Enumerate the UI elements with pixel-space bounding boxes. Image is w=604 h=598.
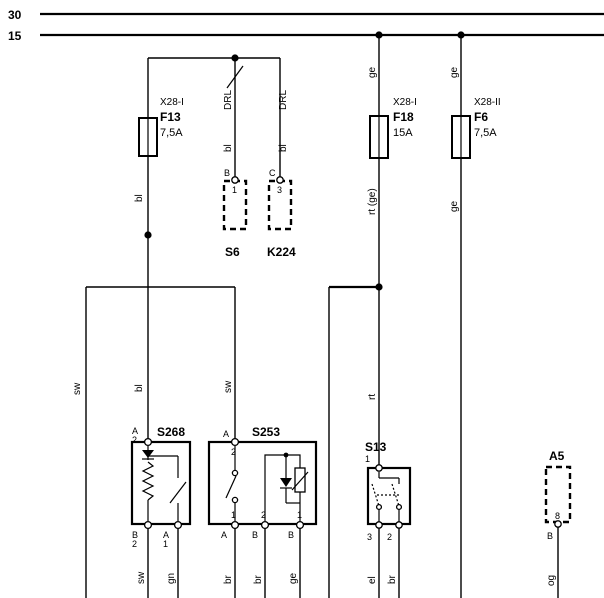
bus-30-label: 30 [8, 8, 22, 22]
wire-label-bottom-og: og [546, 575, 557, 586]
wire-labels: DRL DRL bl bl bl ge ge rt (ge) ge sw bl … [72, 66, 557, 586]
s253-pin-a-top: A [223, 429, 229, 439]
junction-dot [144, 231, 152, 239]
diode-symbol [280, 478, 292, 487]
s6-label: S6 [225, 245, 240, 259]
s268-pin-a2: 2 [132, 435, 137, 445]
s6-pin-number: 1 [232, 185, 237, 195]
s253-pin-1: 1 [231, 510, 236, 520]
wire-label-bottom-br3: br [387, 574, 398, 584]
component-a5: 8 B A5 [544, 449, 572, 541]
f13-name: F13 [160, 110, 181, 124]
s253-pin-2: 2 [261, 510, 266, 520]
s13-pin-3: 3 [367, 532, 372, 542]
wire-label-bottom-gn: gn [166, 573, 177, 584]
s13-label: S13 [365, 440, 387, 454]
wire-label-drl-struck: DRL [223, 90, 234, 110]
f18-connector: X28-I [393, 97, 417, 108]
f6-connector: X28-II [474, 97, 501, 108]
component-s6: B 1 S6 [222, 168, 248, 259]
bus-15-label: 15 [8, 29, 22, 43]
k224-label: K224 [267, 245, 296, 259]
component-s13: 1 3 2 S13 [365, 440, 412, 542]
s268-label: S268 [157, 425, 185, 439]
wire-label-ge-f6-top: ge [449, 66, 460, 78]
f6-name: F6 [474, 110, 488, 124]
wire-label-bottom-ge: ge [288, 572, 299, 584]
s253-pin-2-top: 2 [231, 447, 236, 457]
f13-connector: X28-I [160, 97, 184, 108]
s268-pin-b: B [132, 530, 138, 540]
wire-label-sw-mid: sw [223, 380, 234, 393]
component-s268: A 2 B 2 A 1 S268 [130, 425, 192, 549]
wire-label-drl: DRL [278, 90, 289, 110]
s253-pin-b1: B [252, 530, 258, 540]
wire-label-bottom-el: el [367, 576, 378, 584]
bus-15: 15 [8, 29, 604, 43]
s253-label: S253 [252, 425, 280, 439]
s268-pin-a: A [132, 426, 138, 436]
a5-pin-b: B [547, 531, 553, 541]
s268-pin-a-bottom: A [163, 530, 169, 540]
s6-pin-letter: B [224, 168, 230, 178]
f13-branch [85, 54, 281, 598]
fuse-f6: X28-II F6 7,5A [451, 97, 501, 159]
switch-blade [225, 475, 237, 499]
wire-label-bl-f13: bl [134, 194, 145, 202]
f6-rating: 7,5A [474, 127, 497, 139]
k224-pin-number: 3 [277, 185, 282, 195]
fuse-f18: X28-I F18 15A [369, 97, 417, 159]
wire-label-rt-mid: rt [367, 394, 378, 400]
wire-label-ge-f18: ge [367, 66, 378, 78]
k224-pin-letter: C [269, 168, 276, 178]
f6-branch [457, 31, 465, 598]
f18-name: F18 [393, 110, 414, 124]
a5-label: A5 [549, 449, 565, 463]
wire-label-bottom-br1: br [223, 574, 234, 584]
switch-blade [169, 481, 187, 504]
a5-pin-8: 8 [555, 511, 560, 521]
bus-30: 30 [8, 8, 604, 22]
wire-label-bl-s6: bl [223, 144, 234, 152]
fuse-f13: X28-I F13 7,5A [138, 97, 184, 157]
strike-mark [226, 65, 244, 89]
f13-rating: 7,5A [160, 127, 183, 139]
wire-label-rt-ge: rt (ge) [367, 188, 378, 215]
wire-label-bl-k224: bl [278, 144, 289, 152]
f18-branch [328, 31, 383, 598]
wire-label-bottom-br2: br [253, 574, 264, 584]
s268-pin-1: 1 [163, 539, 168, 549]
component-k224: C 3 K224 [267, 168, 296, 259]
component-s253: A 2 1 2 1 A B B S253 [207, 425, 318, 540]
f18-rating: 15A [393, 127, 413, 139]
s253-pin-3: 1 [297, 510, 302, 520]
wire-label-ge-f6: ge [449, 200, 460, 212]
s13-pin-1: 1 [365, 454, 370, 464]
s253-pin-b2: B [288, 530, 294, 540]
s253-pin-a: A [221, 530, 227, 540]
wire-label-bottom-sw: sw [136, 571, 147, 584]
wire-label-sw-left: sw [72, 382, 83, 395]
diode-symbol [142, 450, 154, 458]
resistor-symbol [294, 467, 306, 493]
wire-label-bl-mid: bl [134, 384, 145, 392]
s268-pin-b2: 2 [132, 539, 137, 549]
resistor-symbol [141, 461, 155, 501]
s13-pin-2: 2 [387, 532, 392, 542]
